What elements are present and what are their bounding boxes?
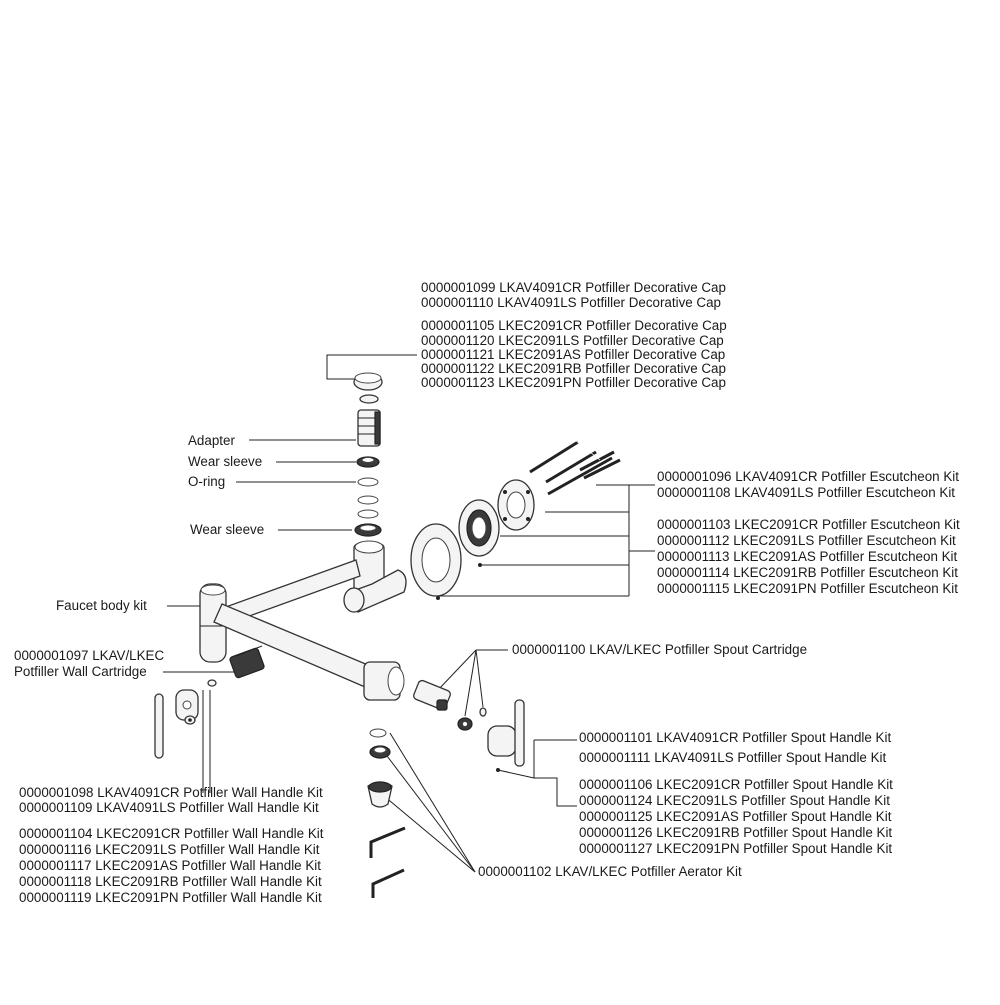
spout-cartridge-leader	[475, 649, 484, 708]
aerator-leader	[383, 751, 476, 873]
decorative-cap	[353, 372, 383, 404]
leader-lines	[163, 354, 655, 873]
wall-cartridge-line: 0000001097 LKAV/LKEC	[14, 648, 164, 663]
wall-cartridge-line: Potfiller Wall Cartridge	[14, 664, 147, 679]
cap-line: 0000001123 LKEC2091PN Potfiller Decorati…	[421, 375, 726, 390]
hex-keys	[369, 826, 406, 898]
faucet-body-kit-label: Faucet body kit	[56, 598, 147, 613]
o-rings	[357, 477, 379, 519]
part-labels: Adapter Wear sleeve O-ring Wear sleeve F…	[56, 433, 264, 613]
escutcheon-part-numbers: 0000001096 LKAV4091CR Potfiller Escutche…	[657, 469, 960, 596]
spout-handle-line: 0000001127 LKEC2091PN Potfiller Spout Ha…	[579, 841, 892, 856]
spout-cartridge-label: 0000001100 LKAV/LKEC Potfiller Spout Car…	[512, 642, 807, 657]
o-ring-label: O-ring	[188, 474, 225, 489]
wall-handle-line: 0000001118 LKEC2091RB Potfiller Wall Han…	[19, 874, 322, 889]
escutcheon-line: 0000001096 LKAV4091CR Potfiller Escutche…	[657, 469, 959, 484]
wall-cartridge	[207, 645, 265, 687]
wall-handle-line: 0000001119 LKEC2091PN Potfiller Wall Han…	[19, 890, 322, 905]
wear-sleeve-bottom-label: Wear sleeve	[190, 522, 264, 537]
wall-handle-line: 0000001109 LKAV4091LS Potfiller Wall Han…	[19, 800, 319, 815]
aerator-kit	[367, 728, 393, 808]
cap-line: 0000001110 LKAV4091LS Potfiller Decorati…	[421, 295, 721, 310]
spout-handle-part-numbers: 0000001101 LKAV4091CR Potfiller Spout Ha…	[579, 730, 893, 856]
wall-handle-line: 0000001117 LKEC2091AS Potfiller Wall Han…	[19, 858, 321, 873]
adapter	[357, 409, 381, 447]
wall-handle	[154, 689, 199, 759]
spout-cartridge	[413, 679, 487, 731]
spout-handle-line: 0000001101 LKAV4091CR Potfiller Spout Ha…	[579, 730, 891, 745]
cap-leader	[326, 354, 417, 380]
escutcheon-screws	[529, 439, 621, 496]
cap-line: 0000001099 LKAV4091CR Potfiller Decorati…	[421, 280, 726, 295]
wear-sleeve-bottom	[354, 523, 382, 537]
adapter-label: Adapter	[188, 433, 235, 448]
wall-handle-line: 0000001116 LKEC2091LS Potfiller Wall Han…	[19, 842, 320, 857]
cap-line: 0000001120 LKEC2091LS Potfiller Decorati…	[421, 333, 724, 348]
spout-handle-line: 0000001126 LKEC2091RB Potfiller Spout Ha…	[579, 825, 892, 840]
wall-cartridge-part-number: 0000001097 LKAV/LKEC Potfiller Wall Cart…	[14, 648, 164, 679]
cap-part-numbers: 0000001099 LKAV4091CR Potfiller Decorati…	[421, 280, 727, 390]
escutcheon-line: 0000001103 LKEC2091CR Potfiller Escutche…	[657, 517, 960, 532]
spout-cartridge-leader	[464, 649, 477, 717]
escutcheon-plate	[497, 479, 535, 531]
cap-line: 0000001105 LKEC2091CR Potfiller Decorati…	[421, 318, 727, 333]
escutcheon-line: 0000001108 LKAV4091LS Potfiller Escutche…	[657, 485, 955, 500]
wall-handle-line: 0000001098 LKAV4091CR Potfiller Wall Han…	[19, 785, 323, 800]
escutcheon-flange	[458, 499, 500, 567]
spout-handle-line: 0000001111 LKAV4091LS Potfiller Spout Ha…	[579, 750, 886, 765]
aerator-kit-label: 0000001102 LKAV/LKEC Potfiller Aerator K…	[478, 864, 742, 879]
spout-cartridge-leader	[437, 649, 477, 691]
wear-sleeve-top	[356, 456, 380, 468]
spout-handle-line: 0000001124 LKEC2091LS Potfiller Spout Ha…	[579, 793, 890, 808]
escutcheon-line: 0000001115 LKEC2091PN Potfiller Escutche…	[657, 581, 958, 596]
spout-handle	[487, 699, 525, 772]
spout-handle-leader	[497, 769, 535, 779]
cap-line: 0000001122 LKEC2091RB Potfiller Decorati…	[421, 361, 726, 376]
escutcheon-line: 0000001112 LKEC2091LS Potfiller Escutche…	[657, 533, 956, 548]
escutcheon-line: 0000001113 LKEC2091AS Potfiller Escutche…	[657, 549, 958, 564]
cap-line: 0000001121 LKEC2091AS Potfiller Decorati…	[421, 347, 725, 362]
wall-handle-part-numbers: 0000001098 LKAV4091CR Potfiller Wall Han…	[19, 785, 324, 905]
faucet-body	[199, 540, 407, 701]
escutcheon-cover	[410, 523, 462, 600]
spout-handle-leader	[533, 740, 577, 807]
escutcheon-line: 0000001114 LKEC2091RB Potfiller Escutche…	[657, 565, 958, 580]
aerator-leader	[389, 732, 476, 873]
spout-handle-line: 0000001125 LKEC2091AS Potfiller Spout Ha…	[579, 809, 892, 824]
aerator-leader	[383, 795, 476, 873]
wall-handle-line: 0000001104 LKEC2091CR Potfiller Wall Han…	[19, 826, 324, 841]
spout-handle-line: 0000001106 LKEC2091CR Potfiller Spout Ha…	[579, 777, 893, 792]
wear-sleeve-top-label: Wear sleeve	[188, 454, 262, 469]
